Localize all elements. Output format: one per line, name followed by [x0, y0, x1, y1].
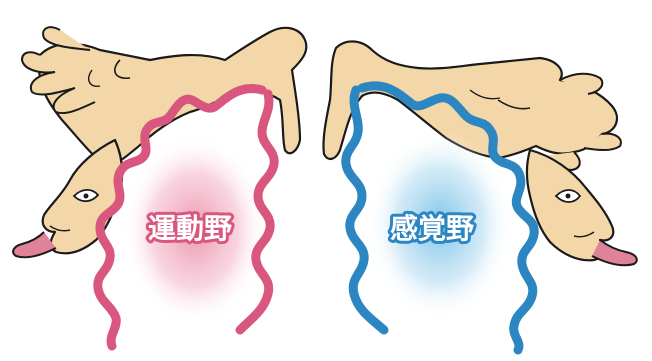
motor-homunculus — [13, 27, 306, 346]
sensory-cortex-label: 感覚野 — [390, 212, 474, 245]
sensory-homunculus — [323, 41, 636, 350]
motor-cortex-label: 運動野 — [148, 212, 232, 245]
